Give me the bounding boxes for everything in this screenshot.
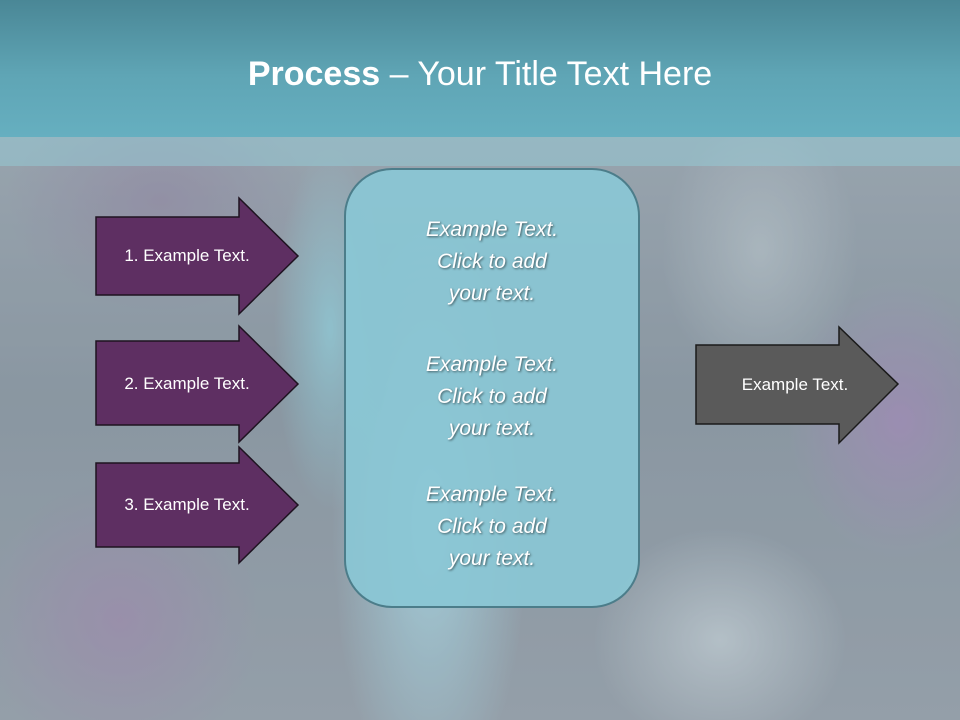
center-text-item-1: Example Text. Click to add your text. (346, 214, 638, 310)
arrow-shape-1 (95, 196, 300, 316)
process-arrow-label-1: 1. Example Text. (124, 246, 250, 265)
center-text-3-line-3: your text. (448, 547, 536, 570)
arrow-shape-3 (95, 445, 300, 565)
process-arrow-label-3: 3. Example Text. (124, 495, 250, 514)
result-arrow-shape (695, 325, 900, 445)
result-arrow[interactable]: Example Text. (695, 325, 900, 445)
slide-title-bold: Process (247, 55, 381, 93)
center-text-2-line-2: Click to add (437, 385, 547, 408)
center-text-item-2: Example Text. Click to add your text. (346, 349, 638, 445)
process-arrow-1[interactable]: 1. Example Text. (95, 196, 300, 316)
center-text-1-line-1: Example Text. (425, 218, 559, 241)
slide-title[interactable]: Process – Your Title Text Here (0, 52, 960, 96)
process-arrow-label-2: 2. Example Text. (124, 374, 250, 393)
center-text-3-line-1: Example Text. (425, 483, 559, 506)
center-text-2-line-3: your text. (448, 417, 536, 440)
center-text-3-line-2: Click to add (437, 515, 547, 538)
title-bar-band (0, 137, 960, 166)
title-bar (0, 0, 960, 137)
arrow-shape-2 (95, 324, 300, 444)
center-text-1-line-2: Click to add (437, 250, 547, 273)
center-text-1-line-3: your text. (448, 282, 536, 305)
center-text-2-line-1: Example Text. (425, 353, 559, 376)
center-text-box[interactable]: Example Text. Click to add your text. Ex… (344, 168, 640, 608)
process-arrow-3[interactable]: 3. Example Text. (95, 445, 300, 565)
result-arrow-label: Example Text. (741, 375, 849, 394)
process-arrow-2[interactable]: 2. Example Text. (95, 324, 300, 444)
slide-title-rest: – Your Title Text Here (380, 55, 713, 93)
center-text-item-3: Example Text. Click to add your text. (346, 479, 638, 575)
